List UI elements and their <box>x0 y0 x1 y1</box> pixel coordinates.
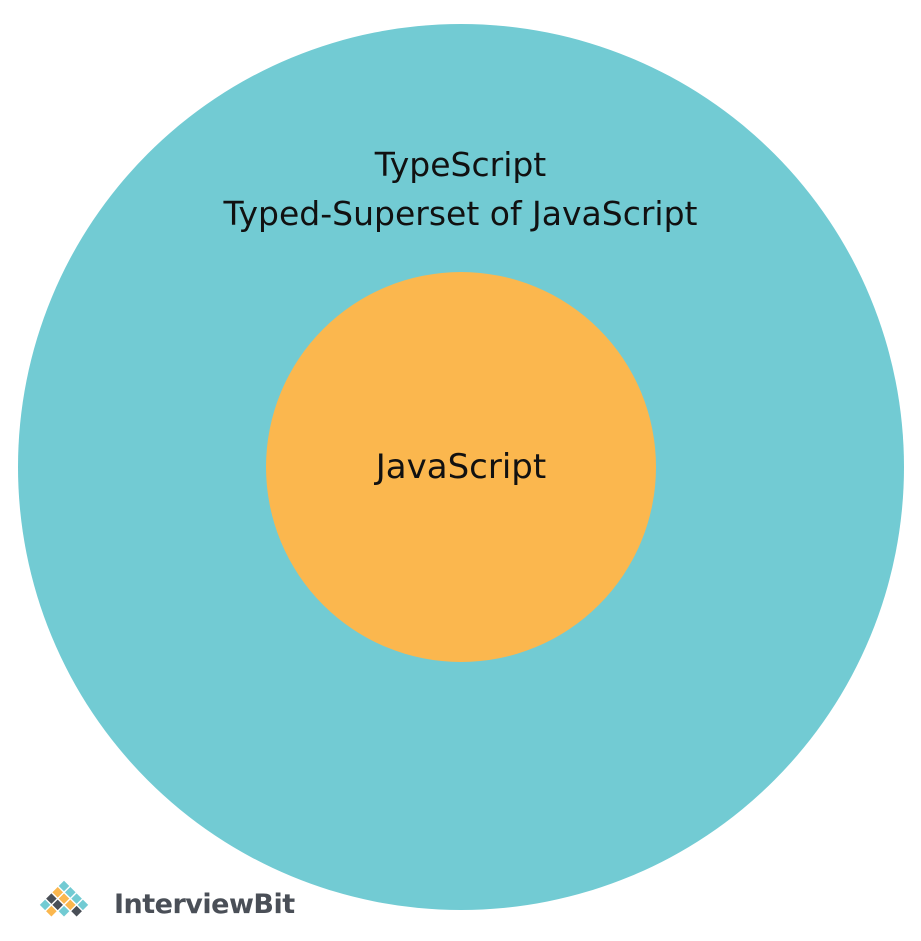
logo-text: InterviewBit <box>114 888 295 920</box>
javascript-label: JavaScript <box>375 447 547 487</box>
javascript-circle <box>266 272 656 662</box>
typescript-title: TypeScript <box>374 145 547 184</box>
interviewbit-logo: InterviewBit <box>26 878 295 930</box>
interviewbit-logo-mark-icon <box>38 880 90 918</box>
logo-diamond <box>76 898 90 912</box>
typescript-subtitle: Typed-Superset of JavaScript <box>223 194 698 233</box>
